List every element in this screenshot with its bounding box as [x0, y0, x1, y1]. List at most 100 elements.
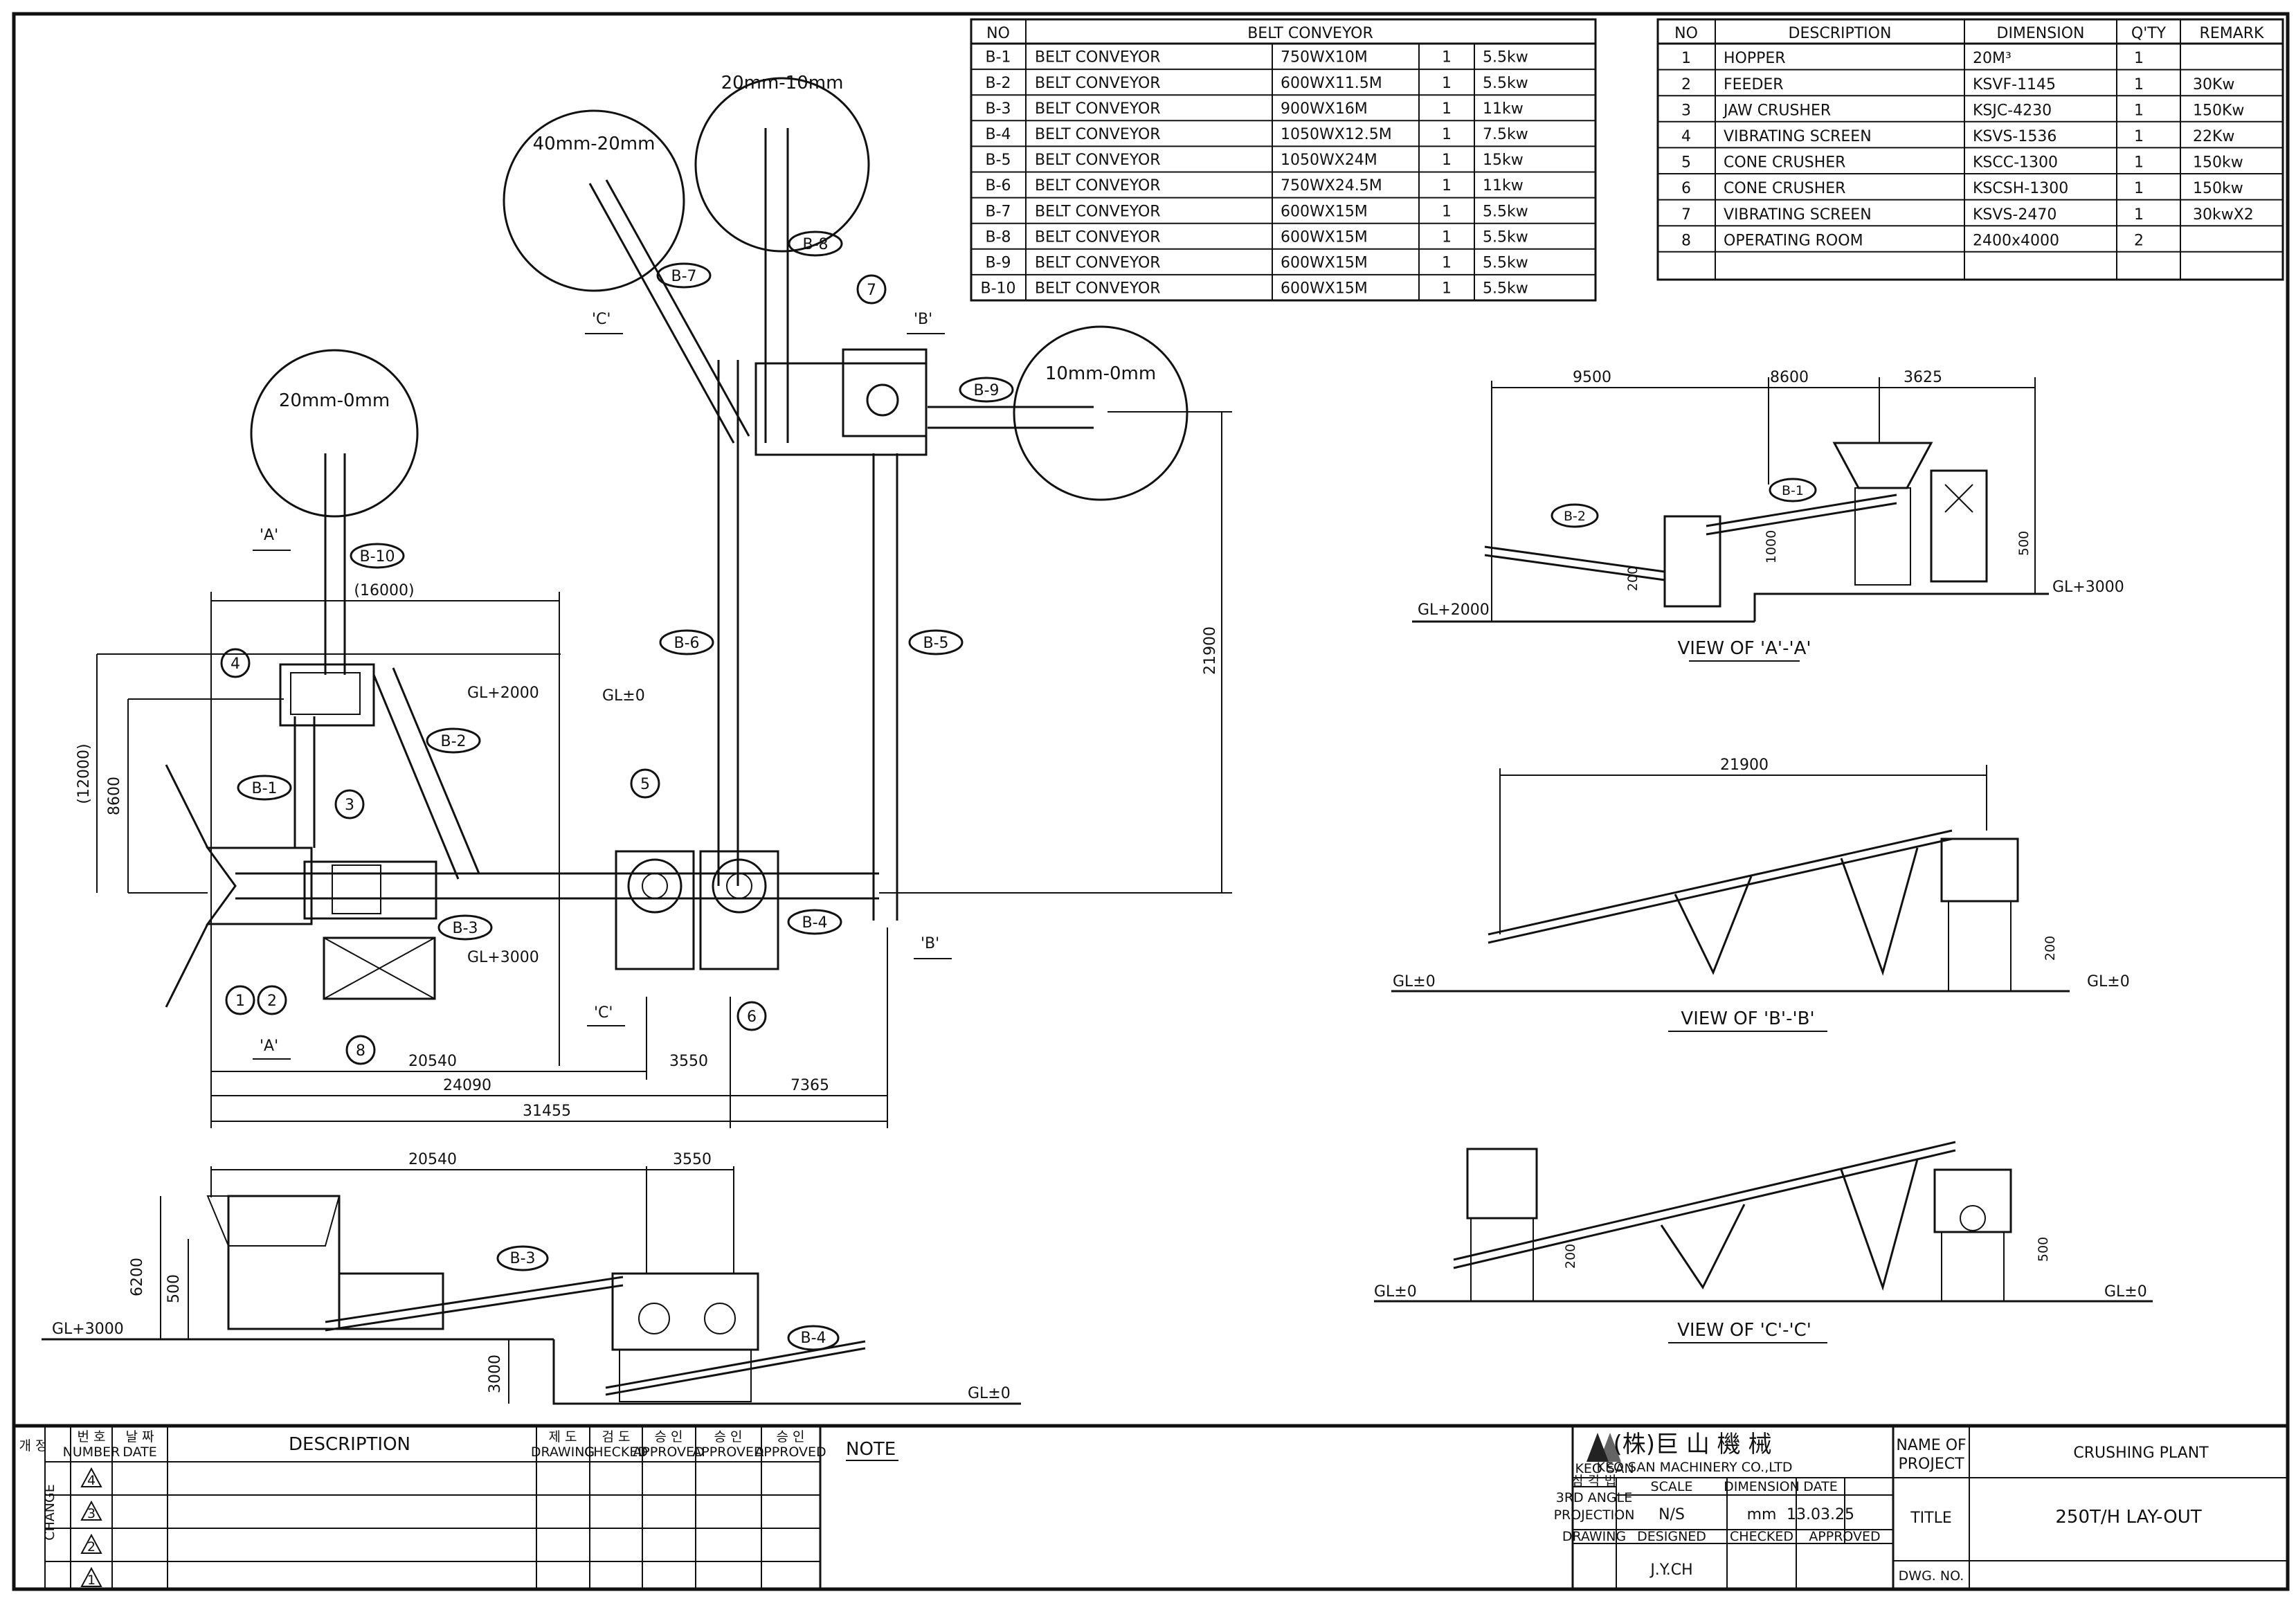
dim-3000: 3000: [487, 1355, 504, 1393]
belt-cell-desc: BELT CONVEYOR: [1035, 177, 1161, 194]
belt-cell-power: 7.5kw: [1483, 126, 1528, 143]
dimension-label: DIMENSION: [1724, 1479, 1800, 1494]
rev-col-checked-en: CHECKED: [584, 1444, 648, 1460]
belt-cell-power: 11kw: [1483, 177, 1524, 194]
stockpile-label: 40mm-20mm: [533, 134, 656, 154]
dim-8600: 8600: [106, 777, 123, 815]
conveyor-tag: B-8: [802, 236, 828, 253]
operating-room: [323, 936, 436, 1000]
belt-cell-power: 5.5kw: [1483, 255, 1528, 272]
side-elevation: 20540 3550 6200 500 3000 GL+3000 GL±0 B-…: [42, 1151, 1021, 1405]
belt-cell-desc: BELT CONVEYOR: [1035, 126, 1161, 143]
equipment-tag: 5: [640, 776, 650, 793]
equipment-cell-remark: 30Kw: [2193, 76, 2234, 93]
level-label: GL±0: [968, 1385, 1011, 1402]
revision-triangle-icon: [80, 1533, 102, 1554]
belt-cell-size: 600WX15M: [1281, 255, 1368, 272]
view-a-a: 9500 8600 3625 200 1000 500 GL+2000 GL+3…: [1412, 369, 2124, 662]
equipment-cell-no: 7: [1681, 206, 1691, 224]
equipment-cell-qty: 1: [2134, 128, 2144, 145]
eq-header-remark: REMARK: [2200, 25, 2265, 42]
stockpile-circle: [503, 109, 685, 292]
level-label: GL±0: [2104, 1283, 2147, 1301]
dim-1000: 1000: [1764, 530, 1779, 563]
conveyor-tag-bubble: [959, 377, 1014, 403]
belt-cell-power: 5.5kw: [1483, 49, 1528, 66]
eq-header-no: NO: [1674, 25, 1698, 42]
equipment-cell-remark: 150Kw: [2193, 102, 2244, 119]
belt-cell-size: 600WX11.5M: [1281, 75, 1382, 92]
belt-cell-desc: BELT CONVEYOR: [1035, 203, 1161, 220]
view-title: VIEW OF 'A'-'A': [1677, 638, 1811, 659]
equipment-cell-no: 8: [1681, 232, 1691, 249]
belt-cell-desc: BELT CONVEYOR: [1035, 152, 1161, 169]
projection-kr: 삼 각 법: [1572, 1474, 1617, 1489]
scale-label: SCALE: [1651, 1479, 1693, 1494]
stockpile-circle: [1013, 325, 1188, 501]
equipment-cell-desc: OPERATING ROOM: [1724, 232, 1863, 249]
rev-col-date-en: DATE: [123, 1444, 156, 1460]
section-mark-b: 'B': [914, 311, 932, 328]
equipment-cell-no: 4: [1681, 128, 1691, 145]
belt-cell-desc: BELT CONVEYOR: [1035, 255, 1161, 272]
equipment-tag: 6: [747, 1008, 757, 1026]
sheet-border: [12, 12, 2290, 1591]
belt-cell-power: 5.5kw: [1483, 75, 1528, 92]
dim-12000: (12000): [75, 743, 93, 804]
rev-col-approved-kr: 승 인: [777, 1429, 805, 1444]
jaw-crusher: [303, 860, 437, 920]
equipment-cell-dim: KSCC-1300: [1973, 154, 2058, 172]
hopper: [206, 846, 313, 925]
title-label: TITLE: [1910, 1510, 1952, 1527]
conveyor-tag-bubble: [437, 914, 493, 941]
revision-number: 2: [87, 1539, 96, 1555]
logo-text: KEO SAN: [1575, 1461, 1634, 1476]
belt-cell-power: 5.5kw: [1483, 203, 1528, 220]
conveyor-tag: B-5: [923, 635, 948, 652]
equipment-tag-circle: [736, 1001, 767, 1031]
rev-col-approved-kr: 승 인: [714, 1429, 743, 1444]
equipment-cell-qty: 1: [2134, 180, 2144, 197]
conveyor-tag-bubble: [350, 543, 405, 569]
rev-col-date-kr: 날 짜: [126, 1429, 154, 1444]
belt-cell-no: B-4: [985, 126, 1011, 143]
scale-value: N/S: [1658, 1506, 1685, 1523]
level-label: GL±0: [1374, 1283, 1417, 1301]
date-value: 13.03.25: [1787, 1506, 1854, 1523]
cone-crusher-elevation: [1466, 1148, 1538, 1220]
belt-cell-qty: 1: [1442, 280, 1452, 298]
belt-header-no: NO: [986, 25, 1010, 42]
belt-cell-qty: 1: [1442, 203, 1452, 220]
designed-label: DESIGNED: [1637, 1529, 1706, 1544]
equipment-cell-dim: 2400x4000: [1973, 232, 2059, 249]
belt-cell-size: 600WX15M: [1281, 228, 1368, 246]
screen-structure: [1663, 515, 1721, 608]
dim-8600: 8600: [1770, 369, 1809, 386]
level-label: GL+2000: [467, 685, 539, 702]
stockpile-circle: [250, 349, 419, 518]
dim-3625: 3625: [1904, 369, 1942, 386]
cone-crusher-5: [615, 850, 695, 970]
belt-cell-no: B-5: [985, 152, 1011, 169]
belt-cell-qty: 1: [1442, 152, 1452, 169]
equipment-cell-dim: KSVS-1536: [1973, 128, 2057, 145]
equipment-cell-desc: CONE CRUSHER: [1724, 180, 1845, 197]
dim-3550: 3550: [669, 1053, 708, 1070]
belt-cell-qty: 1: [1442, 100, 1452, 118]
belt-cell-size: 1050WX24M: [1281, 152, 1377, 169]
equipment-cell-no: 1: [1681, 50, 1691, 67]
rev-col-approved-en: APPROVED: [692, 1444, 763, 1460]
belt-cell-size: 600WX15M: [1281, 203, 1368, 220]
belt-cell-no: B-3: [985, 100, 1011, 118]
equipment-cell-dim: KSJC-4230: [1973, 102, 2052, 119]
stockpile-circle: [694, 77, 870, 253]
revision-triangle-icon: [80, 1566, 102, 1587]
view-c-c: 200 500 GL±0 GL±0 VIEW OF 'C'-'C': [1374, 1141, 2153, 1343]
level-label: GL±0: [1393, 973, 1436, 990]
level-label: GL+3000: [52, 1321, 124, 1338]
belt-cell-qty: 1: [1442, 126, 1452, 143]
equipment-tag: 4: [230, 655, 240, 673]
rev-col-drawing-kr: 제 도: [549, 1429, 577, 1444]
stockpile-label: 20mm-10mm: [721, 73, 844, 93]
view-b-b: 21900 200 GL±0 GL±0 VIEW OF 'B'-'B': [1391, 757, 2130, 1032]
